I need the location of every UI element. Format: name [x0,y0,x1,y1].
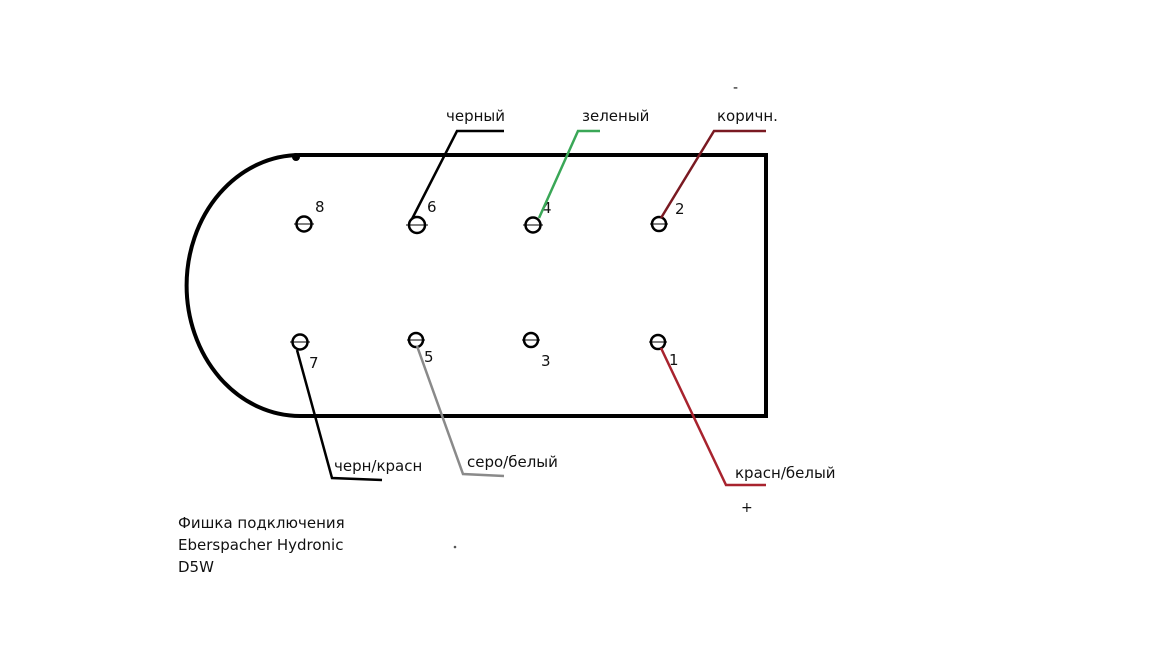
pin-number-6: 6 [427,198,437,216]
pin-4 [523,216,543,234]
minus-sign: - [733,80,738,96]
pin-number-8: 8 [315,198,325,216]
diagram-caption: Фишка подключения Eberspacher Hydronic D… [178,512,345,578]
caption-line-2: Eberspacher Hydronic [178,536,344,554]
pin-8 [294,215,314,233]
pin-number-3: 3 [541,352,551,370]
wire-pin-5 [415,345,505,478]
connector-outline [184,153,768,418]
stray-dot [453,545,457,549]
wire-label-grey-white: серо/белый [467,453,558,471]
pin-6 [406,215,428,235]
pin-number-5: 5 [424,348,434,366]
pin-number-7: 7 [309,354,319,372]
outline-notch-dot [292,153,300,161]
wire-label-brown: коричн. [717,107,778,125]
pin-3 [522,331,540,349]
pin-number-4: 4 [542,199,552,217]
caption-line-3: D5W [178,558,214,576]
wire-pin-2 [659,129,766,219]
wire-label-red-white: красн/белый [735,464,836,482]
wire-pin-1 [659,347,766,487]
wire-pin-6 [410,129,504,220]
wire-pin-4 [537,129,600,219]
pin-number-2: 2 [675,200,685,218]
wire-pin-7 [295,349,383,482]
pin-5 [407,331,425,349]
wire-label-black: черный [446,107,505,125]
pin-7 [290,333,310,351]
pin-2 [650,215,668,233]
pin-1 [649,333,667,351]
pin-number-1: 1 [669,351,679,369]
wire-label-black-red: черн/красн [334,457,422,475]
wire-label-green: зеленый [582,107,649,125]
plus-sign: + [741,500,753,516]
caption-line-1: Фишка подключения [178,514,345,532]
